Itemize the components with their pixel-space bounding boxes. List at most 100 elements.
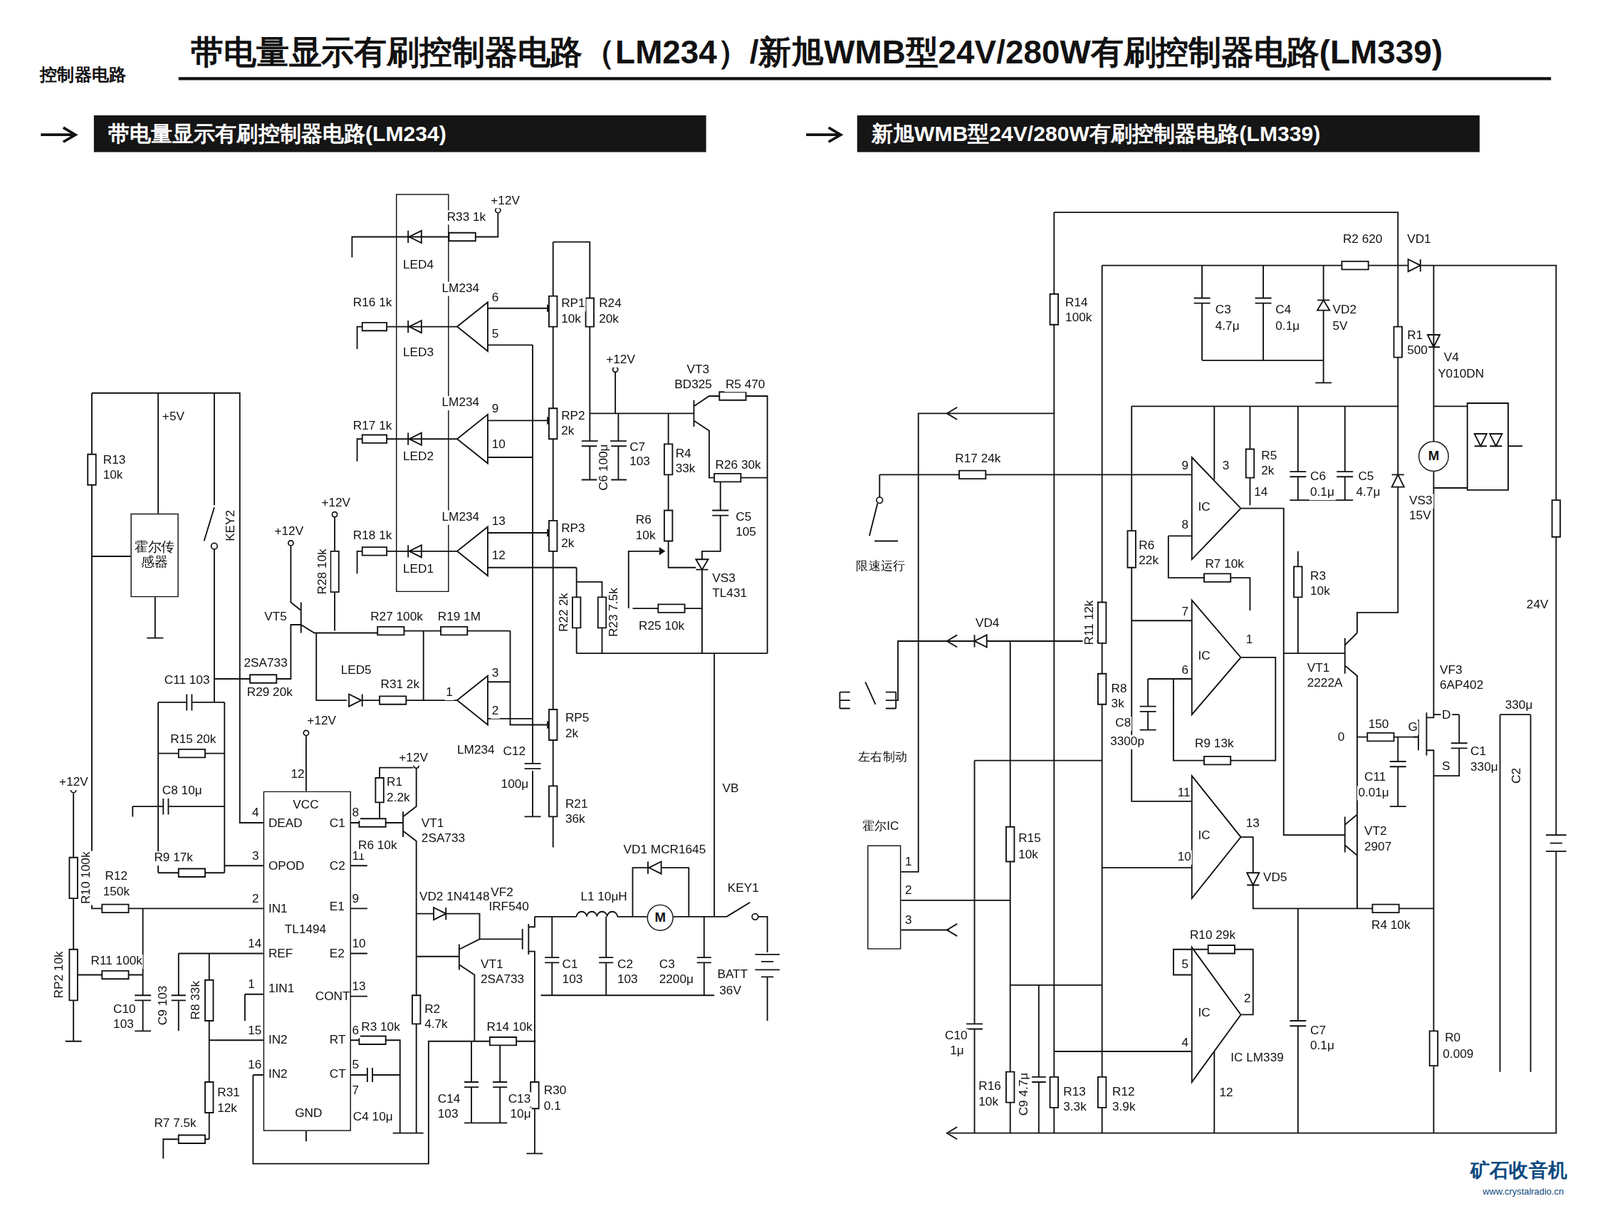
- circuit-label: 2k: [560, 424, 576, 439]
- circuit-label: VD1 MCR1645: [622, 843, 708, 858]
- node-text: E2: [329, 947, 345, 962]
- circuit-label: R12: [1111, 1084, 1136, 1099]
- circuit-label: S: [1440, 759, 1451, 774]
- circuit-label: R9 13k: [1194, 736, 1235, 752]
- node-text: 1IN1: [268, 981, 295, 997]
- circuit-label: 24V: [1525, 598, 1549, 613]
- node-text: IC: [1197, 1006, 1210, 1021]
- circuit-label: 3: [251, 848, 260, 864]
- circuit-label: VT1: [420, 816, 445, 831]
- circuit-label: Y010DN: [1436, 367, 1486, 382]
- circuit-label: 3.3k: [1062, 1100, 1088, 1115]
- circuit-label: VD2: [1331, 303, 1358, 318]
- circuit-label: 10k: [560, 312, 583, 327]
- circuit-label: 2907: [1363, 839, 1393, 854]
- circuit-label: LM234: [440, 395, 480, 411]
- circuit-label: 10k: [977, 1095, 1000, 1110]
- circuit-label: VF2: [489, 885, 515, 901]
- circuit-label: +12V: [273, 524, 305, 540]
- circuit-label: R19 1M: [436, 610, 482, 625]
- node-text: DEAD: [268, 816, 303, 831]
- circuit-label: 100k: [1064, 311, 1094, 326]
- circuit-label: VD5: [1262, 870, 1289, 885]
- wire: [900, 412, 1102, 1133]
- circuit-label: C11 103: [163, 673, 211, 688]
- circuit-label: 330μ: [1503, 697, 1534, 713]
- circuit-label: 10k: [101, 468, 124, 483]
- circuit-label: 103: [616, 972, 640, 987]
- circuit-label: R6: [1137, 539, 1156, 554]
- circuit-label: LM234: [440, 510, 480, 525]
- circuit-label: R0: [1444, 1030, 1462, 1045]
- circuit-label: 10k: [1309, 584, 1332, 599]
- circuit-label: KEY2: [223, 508, 238, 542]
- circuit-label: R17 24k: [954, 452, 1002, 467]
- circuit-label: IC LM339: [1229, 1051, 1285, 1066]
- circuit-label: C6: [1309, 469, 1328, 484]
- circuit-label: 14: [1253, 485, 1269, 500]
- node-text: VCC: [292, 798, 319, 813]
- circuit-label: VF3: [1439, 662, 1464, 678]
- circuit-label: 11: [1176, 785, 1192, 800]
- watermark: www.crystalradio.cn: [1481, 1185, 1566, 1197]
- circuit-label: 5: [1180, 957, 1190, 972]
- circuit-label: R11 12k: [1082, 598, 1097, 646]
- wire: [351, 213, 498, 574]
- circuit-label: C10: [112, 1001, 137, 1017]
- circuit-label: R31 2k: [379, 677, 421, 693]
- circuit-label: R13: [1062, 1084, 1087, 1099]
- node-text: 霍尔IC: [862, 819, 900, 834]
- circuit-label: C3: [657, 957, 676, 972]
- circuit-label: R3 10k: [360, 1020, 401, 1035]
- node-text: IC: [1197, 648, 1210, 663]
- circuit-label: 3: [490, 666, 500, 681]
- node-text: RT: [329, 1032, 347, 1047]
- circuit-label: C8: [1114, 716, 1133, 731]
- wire: [1053, 949, 1253, 1133]
- circuit-label: C9 103: [155, 984, 171, 1026]
- circuit-label: 2k: [563, 726, 579, 741]
- circuit-label: R5 470: [724, 377, 766, 392]
- circuit-label: 4.7μ: [1355, 485, 1382, 500]
- circuit-label: 10k: [1017, 848, 1040, 863]
- resistor-symbol: [69, 232, 1561, 1143]
- comparator: IC: [1191, 600, 1242, 715]
- node-text: TL1494: [284, 922, 327, 937]
- node-text: 带电量显示有刷控制器电路(LM234): [108, 121, 447, 146]
- circuit-label: VT5: [263, 610, 288, 625]
- circuit-label: 限速运行: [855, 558, 907, 574]
- wire: [487, 308, 577, 817]
- circuit-label: R5: [1260, 449, 1279, 464]
- circuit-label: R3: [1309, 569, 1328, 584]
- circuit-label: 12: [490, 548, 507, 564]
- circuit-label: R6 10k: [357, 838, 399, 854]
- circuit-label: R14 10k: [485, 1020, 534, 1035]
- circuit-label: 150k: [101, 884, 131, 899]
- comparator-triangle: [1191, 600, 1242, 715]
- circuit-label: C7: [628, 440, 647, 456]
- node-text: M: [654, 910, 666, 925]
- circuit-label: C14: [436, 1091, 461, 1106]
- circuit-label: 0.1: [542, 1098, 562, 1113]
- circuit-label: 6: [490, 290, 500, 305]
- circuit-label: V4: [1442, 351, 1460, 366]
- wire: [416, 907, 544, 1153]
- node-text: CT: [329, 1067, 347, 1082]
- circuit-label: 16: [247, 1058, 263, 1073]
- circuit-label: 10: [351, 937, 367, 952]
- circuit-label: C1: [1469, 744, 1488, 760]
- circuit-label: LM234: [456, 742, 496, 757]
- circuit-label: D: [1440, 708, 1452, 723]
- circuit-label: VD1: [1406, 232, 1432, 248]
- title-rule: [178, 76, 1551, 80]
- circuit-label: 22k: [1137, 553, 1160, 569]
- circuit-label: 2.2k: [385, 791, 411, 806]
- wire: [1427, 265, 1523, 705]
- circuit-label: 2SA733: [420, 831, 466, 846]
- terminal-dot: [71, 207, 883, 920]
- circuit-label: LM234: [440, 281, 480, 297]
- circuit-label: R4 10k: [1370, 918, 1412, 933]
- transistor-symbol: [1345, 632, 1358, 908]
- circuit-label: R22 2k: [557, 591, 572, 633]
- wire: [316, 630, 458, 700]
